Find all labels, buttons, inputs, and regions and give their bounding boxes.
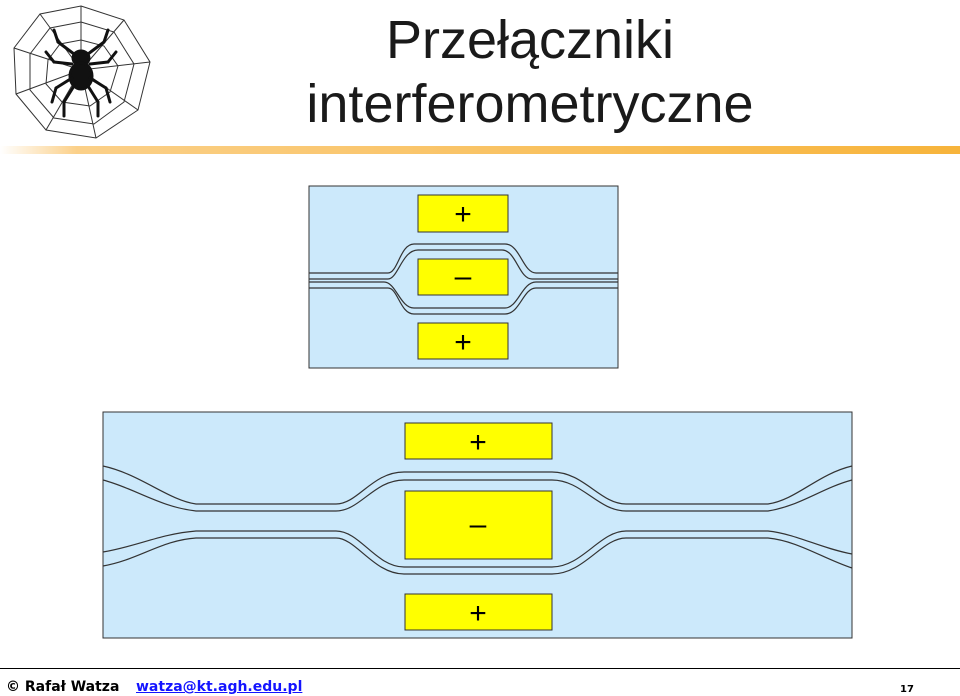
electrode-bottom-1-label: + bbox=[469, 426, 487, 459]
electrode-bottom-3 bbox=[404, 593, 553, 631]
spider-web-icon bbox=[13, 5, 151, 139]
waveguides-top bbox=[309, 243, 618, 315]
electrode-bottom-2 bbox=[404, 490, 553, 560]
diagram-bottom: + – + bbox=[102, 411, 853, 639]
electrode-top-1 bbox=[417, 194, 509, 233]
electrode-bottom-3-label: + bbox=[469, 597, 487, 630]
slide-title-line1: Przełączniki bbox=[385, 10, 675, 70]
diagram-top: + – + bbox=[308, 185, 619, 369]
electrode-top-3 bbox=[417, 322, 509, 360]
electrode-bottom-1 bbox=[404, 422, 553, 460]
slide-title-line2: interferometryczne bbox=[306, 74, 754, 134]
waveguides-bottom bbox=[102, 465, 853, 575]
slide-title: Przełączniki interferometryczne bbox=[250, 8, 810, 136]
title-accent-bar bbox=[0, 146, 960, 154]
electrode-top-3-label: + bbox=[454, 326, 472, 359]
page-number: 17 bbox=[900, 684, 914, 695]
electrode-top-2-label: – bbox=[455, 260, 472, 293]
footer-email-link[interactable]: watza@kt.agh.edu.pl bbox=[136, 679, 303, 695]
footer-divider bbox=[0, 668, 960, 669]
electrode-top-1-label: + bbox=[454, 198, 472, 231]
footer-author: © Rafał Watza bbox=[6, 679, 120, 695]
electrode-bottom-2-label: – bbox=[470, 508, 487, 541]
electrode-top-2 bbox=[417, 258, 509, 296]
